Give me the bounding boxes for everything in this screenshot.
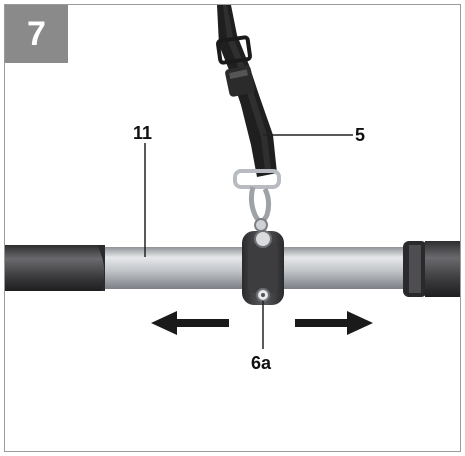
left-grip (5, 245, 105, 291)
assembly-illustration: 11 5 6a (5, 5, 460, 373)
right-coupling (403, 241, 460, 297)
step-number-badge: 7 (5, 5, 68, 63)
right-arrow (295, 311, 373, 335)
figure-frame: 7 (4, 4, 461, 452)
callout-label-tube: 11 (133, 123, 152, 143)
carrying-strap (216, 5, 281, 232)
callout-label-strap: 5 (355, 125, 365, 145)
callout-label-clamp-screw: 6a (251, 353, 272, 373)
strap-clamp (242, 230, 284, 305)
left-arrow (151, 311, 229, 335)
